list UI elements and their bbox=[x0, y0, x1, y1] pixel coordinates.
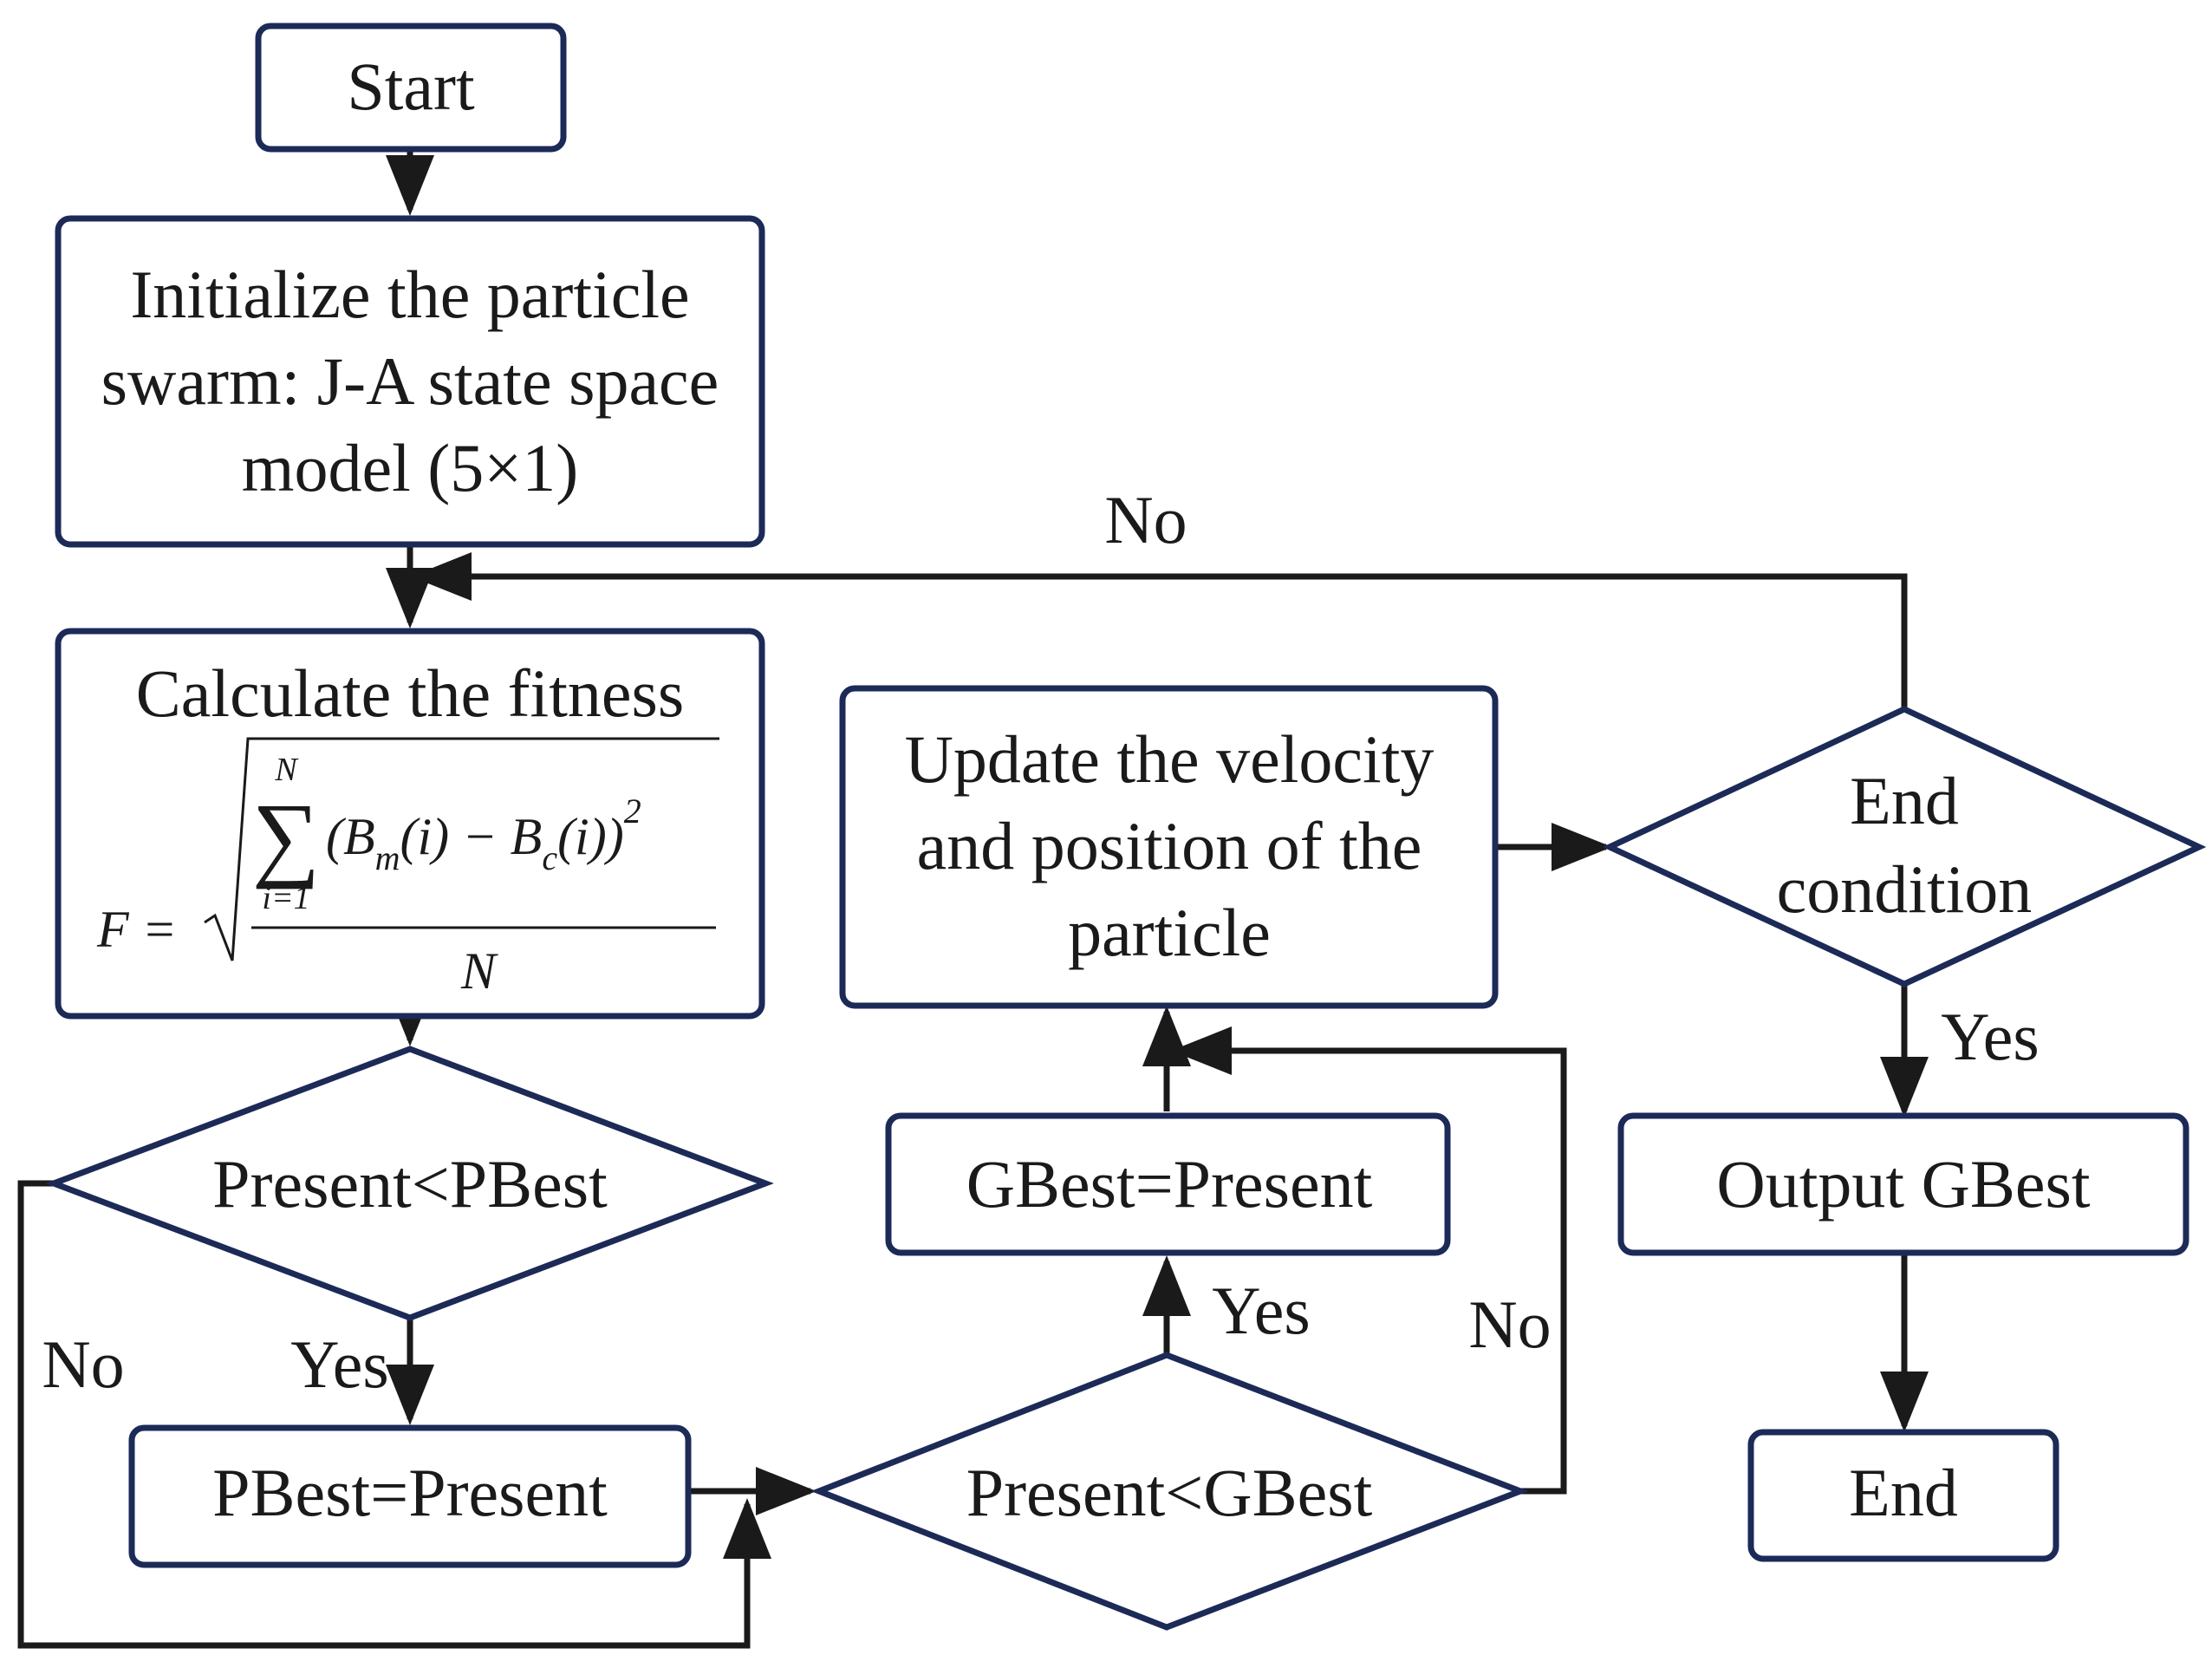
edge-label-yes-pbest: Yes bbox=[290, 1326, 389, 1402]
end-cond-label-line-2: condition bbox=[1777, 851, 2033, 927]
formula-lhs: F = bbox=[96, 901, 177, 958]
cmp-pbest-node: Present<PBest bbox=[45, 1046, 774, 1321]
formula-sum-top: N bbox=[274, 752, 299, 788]
update-label-line-2: and position of the bbox=[917, 808, 1422, 883]
update-label-line-1: Update the velocity bbox=[905, 721, 1435, 797]
fitness-formula: F = N ∑ i=1 (Bm(i) − Bc(i))2 N bbox=[96, 737, 719, 1000]
connectors bbox=[17, 149, 1929, 1649]
set-pbest-label: PBest=Present bbox=[212, 1455, 608, 1530]
start-node: Start bbox=[255, 23, 567, 153]
formula-sum-symbol: ∑ bbox=[252, 784, 320, 889]
update-label-line-3: particle bbox=[1068, 895, 1271, 970]
init-node: Initialize the particle swarm: J-A state… bbox=[55, 215, 765, 548]
formula-sum-bottom: i=1 bbox=[262, 880, 309, 916]
update-node: Update the velocity and position of the … bbox=[839, 685, 1499, 1009]
set-gbest-label: GBest=Present bbox=[966, 1146, 1373, 1222]
fitness-title: Calculate the fitness bbox=[136, 655, 684, 731]
no-path-end-cond bbox=[411, 552, 1908, 709]
edge-label-no-gbest: No bbox=[1468, 1287, 1551, 1362]
formula-radical bbox=[204, 737, 719, 961]
edge-label-no-top: No bbox=[1104, 482, 1187, 557]
output-label: Output GBest bbox=[1716, 1146, 2091, 1222]
formula-denominator: N bbox=[460, 942, 498, 1000]
cmp-gbest-node: Present<GBest bbox=[810, 1352, 1529, 1631]
start-label: Start bbox=[347, 49, 475, 124]
output-node: Output GBest bbox=[1617, 1112, 2189, 1256]
edge-label-no-left: No bbox=[42, 1326, 124, 1402]
no-path-gbest bbox=[1171, 1026, 1567, 1495]
edge-label-yes-gbest: Yes bbox=[1212, 1273, 1311, 1348]
set-pbest-node: PBest=Present bbox=[128, 1424, 692, 1568]
init-label-line-3: model (5×1) bbox=[242, 430, 578, 505]
end-cond-label-line-1: End bbox=[1850, 763, 1959, 838]
formula-numerator: (Bm(i) − Bc(i))2 bbox=[326, 792, 641, 877]
end-node: End bbox=[1747, 1429, 2059, 1562]
cmp-gbest-label: Present<GBest bbox=[966, 1455, 1373, 1530]
fitness-node: Calculate the fitness F = N ∑ i=1 (Bm(i)… bbox=[55, 628, 765, 1020]
init-label-line-1: Initialize the particle bbox=[130, 257, 689, 332]
end-cond-node: End condition bbox=[1602, 706, 2207, 987]
no-path-pbest bbox=[17, 1180, 771, 1649]
set-gbest-node: GBest=Present bbox=[885, 1112, 1451, 1256]
edge-label-yes-end: Yes bbox=[1941, 999, 2040, 1074]
init-label-line-2: swarm: J-A state space bbox=[101, 343, 719, 419]
end-label: End bbox=[1849, 1455, 1958, 1530]
cmp-pbest-label: Present<PBest bbox=[212, 1146, 608, 1222]
edge-labels: No No Yes Yes No Yes bbox=[42, 482, 2039, 1402]
